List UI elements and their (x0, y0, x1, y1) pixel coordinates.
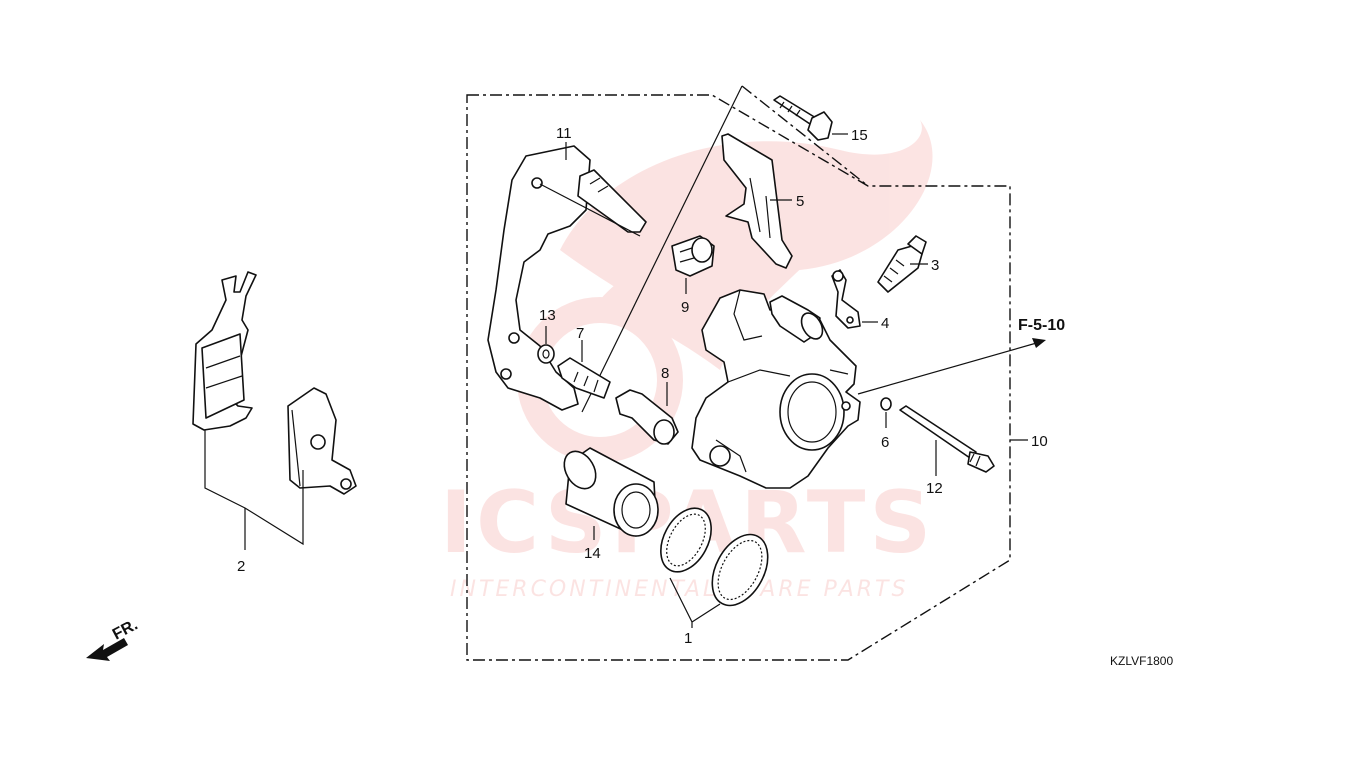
bracket-pin-axis (539, 183, 641, 237)
bleeder-screw (877, 235, 927, 293)
label-15: 15 (851, 127, 868, 144)
sub-assembly-boundary-top (741, 85, 869, 187)
sealing-washer (880, 397, 892, 411)
label-12: 12 (926, 480, 943, 497)
watermark-tagline: INTERCONTINENTAL SPARE PARTS (450, 577, 908, 602)
pin-boot (671, 235, 715, 277)
label-10: 10 (1031, 433, 1048, 450)
piston-seal-set (660, 507, 769, 607)
hose-clip (831, 269, 861, 329)
mounting-bolt (773, 95, 833, 141)
washer-13 (537, 344, 555, 364)
label-1: 1 (684, 630, 692, 647)
label-7: 7 (576, 325, 584, 342)
front-direction-label: FR. (110, 616, 141, 643)
label-13: 13 (539, 307, 556, 324)
reference-label: F-5-10 (1018, 317, 1065, 334)
label-3: 3 (931, 257, 939, 274)
pad-spring (721, 133, 793, 269)
label-8: 8 (661, 365, 669, 382)
sub-assembly-boundary (581, 85, 743, 413)
label-5: 5 (796, 193, 804, 210)
leader-2 (204, 430, 304, 546)
caliper-piston (563, 447, 659, 537)
brake-pad-right (287, 387, 357, 495)
label-11: 11 (556, 125, 572, 142)
label-2: 2 (237, 558, 245, 575)
caliper-body (691, 289, 861, 489)
label-14: 14 (584, 545, 601, 562)
pad-pin (899, 405, 995, 473)
label-6: 6 (881, 434, 889, 451)
reference-arrow: F-5-10 (857, 317, 1065, 395)
slide-pin-bolt (615, 389, 679, 445)
label-4: 4 (881, 315, 889, 332)
leader-1 (669, 577, 721, 628)
brake-pad-left (192, 271, 257, 431)
caliper-pin-bolt (557, 357, 611, 399)
label-9: 9 (681, 299, 689, 316)
caliper-bracket (487, 145, 647, 411)
diagram-code: KZLVF1800 (1110, 654, 1173, 668)
front-direction-arrow: FR. (86, 616, 141, 661)
assembly-boundary (466, 94, 1011, 661)
